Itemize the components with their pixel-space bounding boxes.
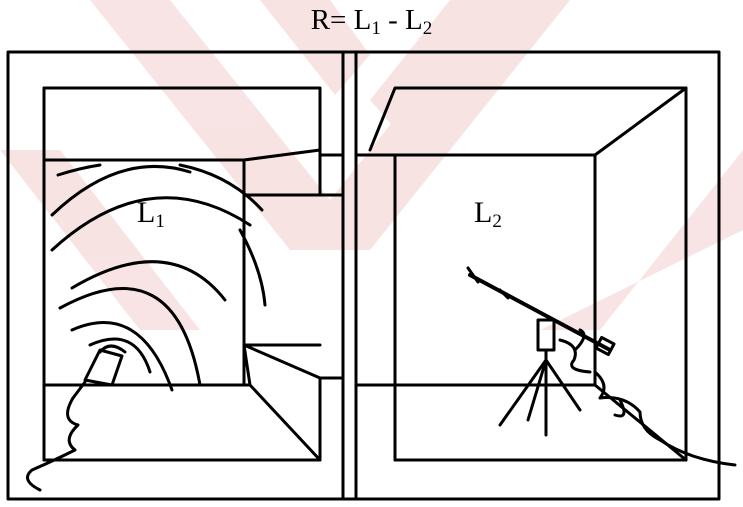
transmission-loss-formula: R= L1 - L2	[0, 4, 743, 40]
microphone-on-tripod-icon	[468, 268, 735, 465]
watermark	[0, 0, 743, 330]
room-label-l1: L1	[137, 196, 165, 233]
loudspeaker-icon	[28, 346, 126, 490]
room-label-l2: L2	[474, 196, 502, 233]
